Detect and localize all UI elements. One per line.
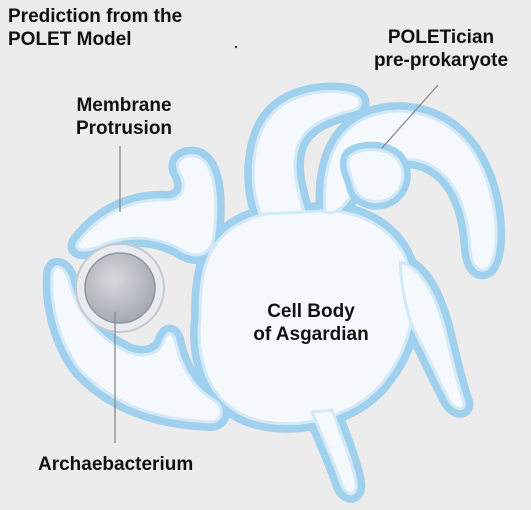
poletician-label: POLETician pre-prokaryote	[356, 26, 526, 72]
figure-title: Prediction from the POLET Model	[8, 5, 182, 51]
poletician-leader	[381, 84, 439, 149]
archaebacterium-label: Archaebacterium	[38, 454, 194, 475]
archaebacterium-cell	[75, 243, 165, 333]
cell-body-label: Cell Body of Asgardian	[236, 300, 386, 346]
membrane-protrusion-line1: Membrane	[76, 95, 172, 116]
membrane-protrusion-label: Membrane Protrusion	[60, 94, 188, 140]
leader-lines	[114, 84, 439, 443]
membrane-protrusion-line2: Protrusion	[75, 118, 173, 139]
cell-body-line1: Cell Body	[267, 301, 355, 322]
stray-dot	[234, 45, 238, 49]
poletician-line2: pre-prokaryote	[373, 50, 509, 71]
figure-title-line2: POLET Model	[8, 29, 132, 50]
figure-title-line1: Prediction from the	[8, 6, 183, 27]
poletician-cell	[339, 141, 411, 210]
cell-body-line2: of Asgardian	[253, 324, 369, 345]
poletician-line1: POLETician	[387, 27, 495, 48]
